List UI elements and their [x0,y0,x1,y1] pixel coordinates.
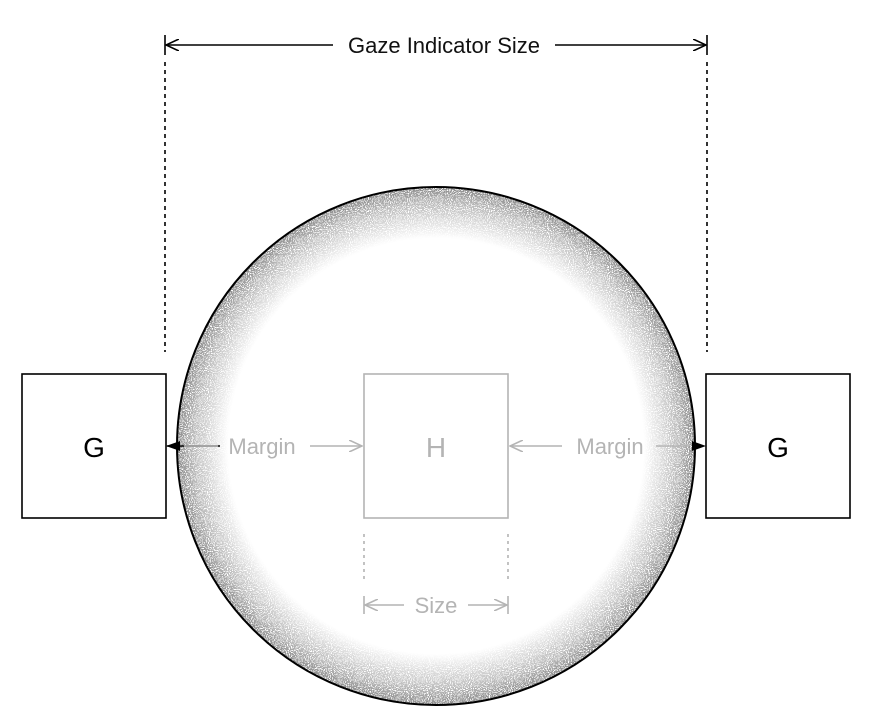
left-margin-dimension: Margin [166,434,362,459]
size-label: Size [415,593,458,618]
right-gaze-box: G [705,373,851,519]
right-margin-dimension: Margin [510,434,706,459]
center-h-box-label: H [426,432,446,463]
left-gaze-box-frame [21,373,167,519]
right-gaze-box-frame [705,373,851,519]
center-h-box-frame [363,373,509,519]
left-gaze-box-label: G [83,432,105,463]
right-margin-label: Margin [576,434,643,459]
gaze-indicator-size-dimension: Gaze Indicator Size [164,33,708,352]
gaze-indicator-size-label: Gaze Indicator Size [348,33,540,58]
center-h-box: H [363,373,509,519]
size-dimension: Size [363,534,509,618]
left-gaze-box: G [21,373,167,519]
left-margin-label: Margin [228,434,295,459]
gaze-halo-stipple [177,187,695,705]
right-gaze-box-label: G [767,432,789,463]
